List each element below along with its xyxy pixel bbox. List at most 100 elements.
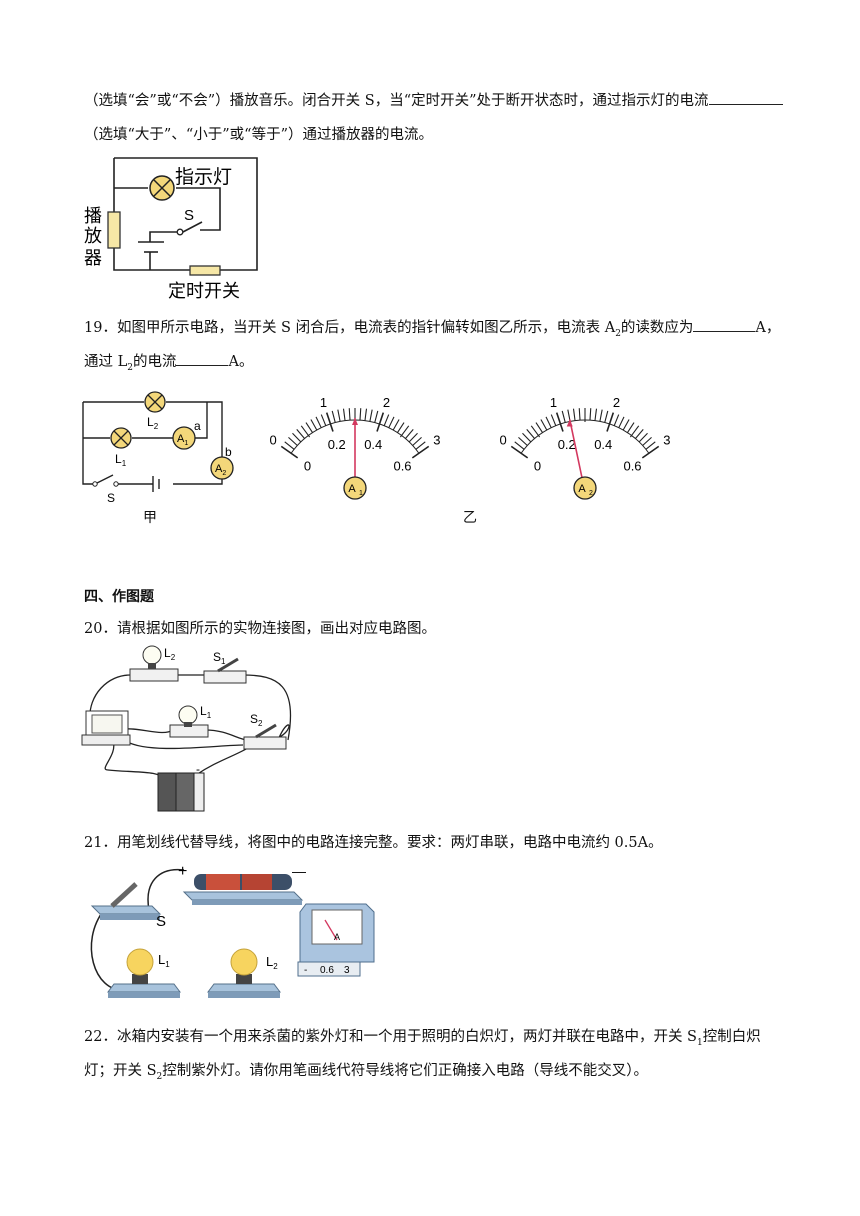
meter-a1-tick xyxy=(310,419,318,431)
meter-a2-tick xyxy=(606,412,615,432)
meter-a1-tick xyxy=(292,432,302,443)
L1-label: L1 xyxy=(158,952,170,969)
meter-a1-tick xyxy=(359,408,362,421)
meter-a1-bottom-label: 0.4 xyxy=(364,437,382,452)
q19-sub-a: 2 xyxy=(615,328,621,339)
meter-a1-top-label: 1 xyxy=(320,395,327,410)
A2-label: A2 xyxy=(215,463,226,477)
answer-blank[interactable] xyxy=(176,351,229,366)
plus-terminal: + xyxy=(178,863,187,880)
L2-label: L2 xyxy=(147,415,159,431)
player-label-2: 放 xyxy=(84,226,102,246)
meter-a2-tick xyxy=(642,436,652,446)
meter-a2-bottom-label: 0 xyxy=(534,459,541,474)
meter-a1-tick xyxy=(284,441,295,450)
player-label-1: 播 xyxy=(84,206,102,226)
switch-label: S xyxy=(184,207,194,224)
meter-a1-tick xyxy=(342,408,346,421)
switch-S-label: S xyxy=(156,913,166,930)
meter-a2-tick xyxy=(622,419,630,431)
q19-line-1: 19．如图甲所示电路，当开关 S 闭合后，电流表的指针偏转如图乙所示，电流表 A… xyxy=(84,317,780,344)
section-heading: 四、作图题 xyxy=(84,589,154,605)
meter-a1-tick xyxy=(397,422,405,433)
meter-a1-ammeter-symbol xyxy=(343,476,367,500)
caption-jia: 甲 xyxy=(143,510,157,526)
lamp-L2-icon xyxy=(144,391,166,413)
meter-a2-tick xyxy=(645,441,656,450)
meter-a1-tick xyxy=(405,429,414,439)
meter-a1-tick xyxy=(415,441,426,450)
S2-label: S2 xyxy=(250,712,263,728)
point-a-label: a xyxy=(194,419,201,433)
lamp-label: 指示灯 xyxy=(175,166,232,188)
meter-a2-tick xyxy=(599,409,603,422)
q19-sub-d: 2 xyxy=(127,362,133,373)
meter-a1-tick xyxy=(388,416,395,428)
rheostat-icon xyxy=(182,874,304,905)
q18-line-2: （选填“大于”、“小于”或“等于”）通过播放器的电流。 xyxy=(84,125,433,145)
q22-text-c: 灯；开关 S xyxy=(84,1063,157,1079)
bulb-L2-icon xyxy=(129,645,179,682)
switch-S-icon xyxy=(90,882,162,920)
meter-a1-pointer-head xyxy=(352,418,358,425)
meter-a2-ammeter-symbol xyxy=(573,476,597,500)
q21-physical-circuit-figure: S + — A - 0.6 3 L1 L2 xyxy=(90,863,375,998)
meter-a2-tick xyxy=(589,408,592,421)
meter-a1-tick xyxy=(392,419,400,431)
minus-terminal: — xyxy=(292,863,306,879)
A1-label: A1 xyxy=(177,433,188,447)
q19-text-f: A。 xyxy=(228,354,254,370)
bulb-L2-icon xyxy=(207,948,281,998)
meter-a1-tick xyxy=(296,429,305,439)
q22-text-d: 控制紫外灯。请你用笔画线代符导线将它们正确接入电路（导线不能交叉）。 xyxy=(162,1063,649,1079)
meter-a2-tick xyxy=(555,412,564,432)
meter-a1-tick xyxy=(331,410,336,423)
meter-a2-tick xyxy=(522,432,532,443)
q22-text-a: 22．冰箱内安装有一个用来杀菌的紫外灯和一个用于照明的白炽灯，两灯并联在电路中，… xyxy=(84,1029,697,1045)
meter-a1-tick xyxy=(374,410,379,423)
meter-a2-bottom-label: 0.2 xyxy=(558,437,576,452)
meter-a2-arc xyxy=(520,419,650,454)
q19-text-e: 的电流 xyxy=(132,354,177,370)
meter-a2-tick xyxy=(514,441,525,450)
point-b-label: b xyxy=(225,445,232,459)
meter-a2-tick xyxy=(540,419,548,431)
q19-text-a: 19．如图甲所示电路，当开关 S 闭合后，电流表的指针偏转如图乙所示，电流表 A xyxy=(84,320,616,336)
meter-a1-bottom-label: 0 xyxy=(304,459,311,474)
timer-label: 定时开关 xyxy=(168,281,240,301)
meter-a1-bottom-label: 0.6 xyxy=(393,459,411,474)
q18-line-1: （选填“会”或“不会”）播放音乐。闭合开关 S，当“定时开关”处于断开状态时，通… xyxy=(84,90,783,111)
answer-blank[interactable] xyxy=(708,90,783,105)
meter-a2-tick xyxy=(572,408,576,421)
meter-a1-tick xyxy=(383,414,390,426)
meter-a2-tick xyxy=(518,436,528,446)
lamp-L1-icon xyxy=(110,427,132,449)
meter-a2-bottom-label: 0.6 xyxy=(623,459,641,474)
bulb-L1-icon xyxy=(107,948,181,998)
q19-line-2: 通过 L2的电流 A。 xyxy=(84,351,253,378)
meter-a2-tick xyxy=(567,409,571,422)
ammeter-term-minus: - xyxy=(304,965,307,976)
meter-a2-tick xyxy=(604,410,609,423)
meter-a2-tick xyxy=(594,408,598,421)
caption-yi: 乙 xyxy=(463,510,477,526)
meter-a2-tick xyxy=(535,422,543,433)
q19-circuit-figure: L2 L1 A1 A2 a b S xyxy=(82,391,234,505)
L2-label: L2 xyxy=(266,954,278,971)
q19-text-b: 的读数应为 xyxy=(620,320,694,336)
meter-a2-tick xyxy=(550,414,557,426)
q18-circuit-figure: 指示灯 S 播 放 器 定时开关 xyxy=(84,157,258,301)
answer-blank[interactable] xyxy=(693,317,756,332)
meter-a2-tick xyxy=(638,432,648,443)
meter-a1-bottom-label: 0.2 xyxy=(328,437,346,452)
ammeter-A1-icon xyxy=(172,426,196,450)
q22-line-2: 灯；开关 S2控制紫外灯。请你用笔画线代符导线将它们正确接入电路（导线不能交叉）… xyxy=(84,1061,648,1087)
player-box xyxy=(107,211,121,249)
q18-text-b: （选填“大于”、“小于”或“等于”）通过播放器的电流。 xyxy=(84,127,433,143)
q22-text-b: 控制白炽 xyxy=(702,1029,761,1045)
meter-a2-tick xyxy=(545,416,552,428)
q19-text-d: 通过 L xyxy=(84,354,128,370)
L2-label: L2 xyxy=(164,646,176,662)
